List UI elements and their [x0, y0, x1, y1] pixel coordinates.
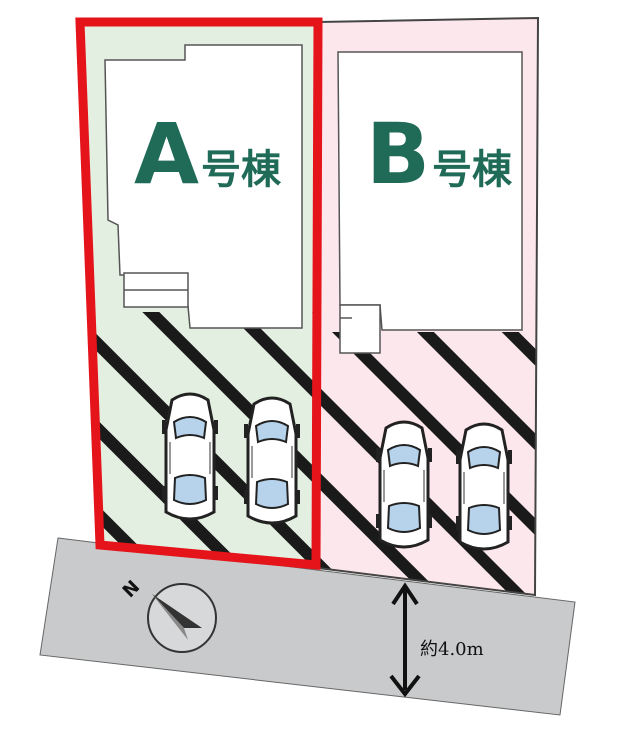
car-icon — [242, 396, 302, 525]
car-icon — [374, 420, 434, 549]
road-width-label: 約4.0m — [420, 639, 484, 660]
car-icon — [454, 422, 514, 551]
lot-a-highlight-border — [75, 17, 323, 570]
lot-a-label: A号棟 — [134, 105, 282, 203]
lot-b-entrance — [339, 304, 381, 354]
double-arrow-icon — [389, 582, 421, 698]
car-icon — [160, 392, 220, 521]
lot-b-boundary — [317, 16, 540, 597]
road — [39, 537, 576, 716]
compass-icon: N — [119, 577, 217, 653]
lot-b-label: B号棟 — [366, 105, 513, 203]
